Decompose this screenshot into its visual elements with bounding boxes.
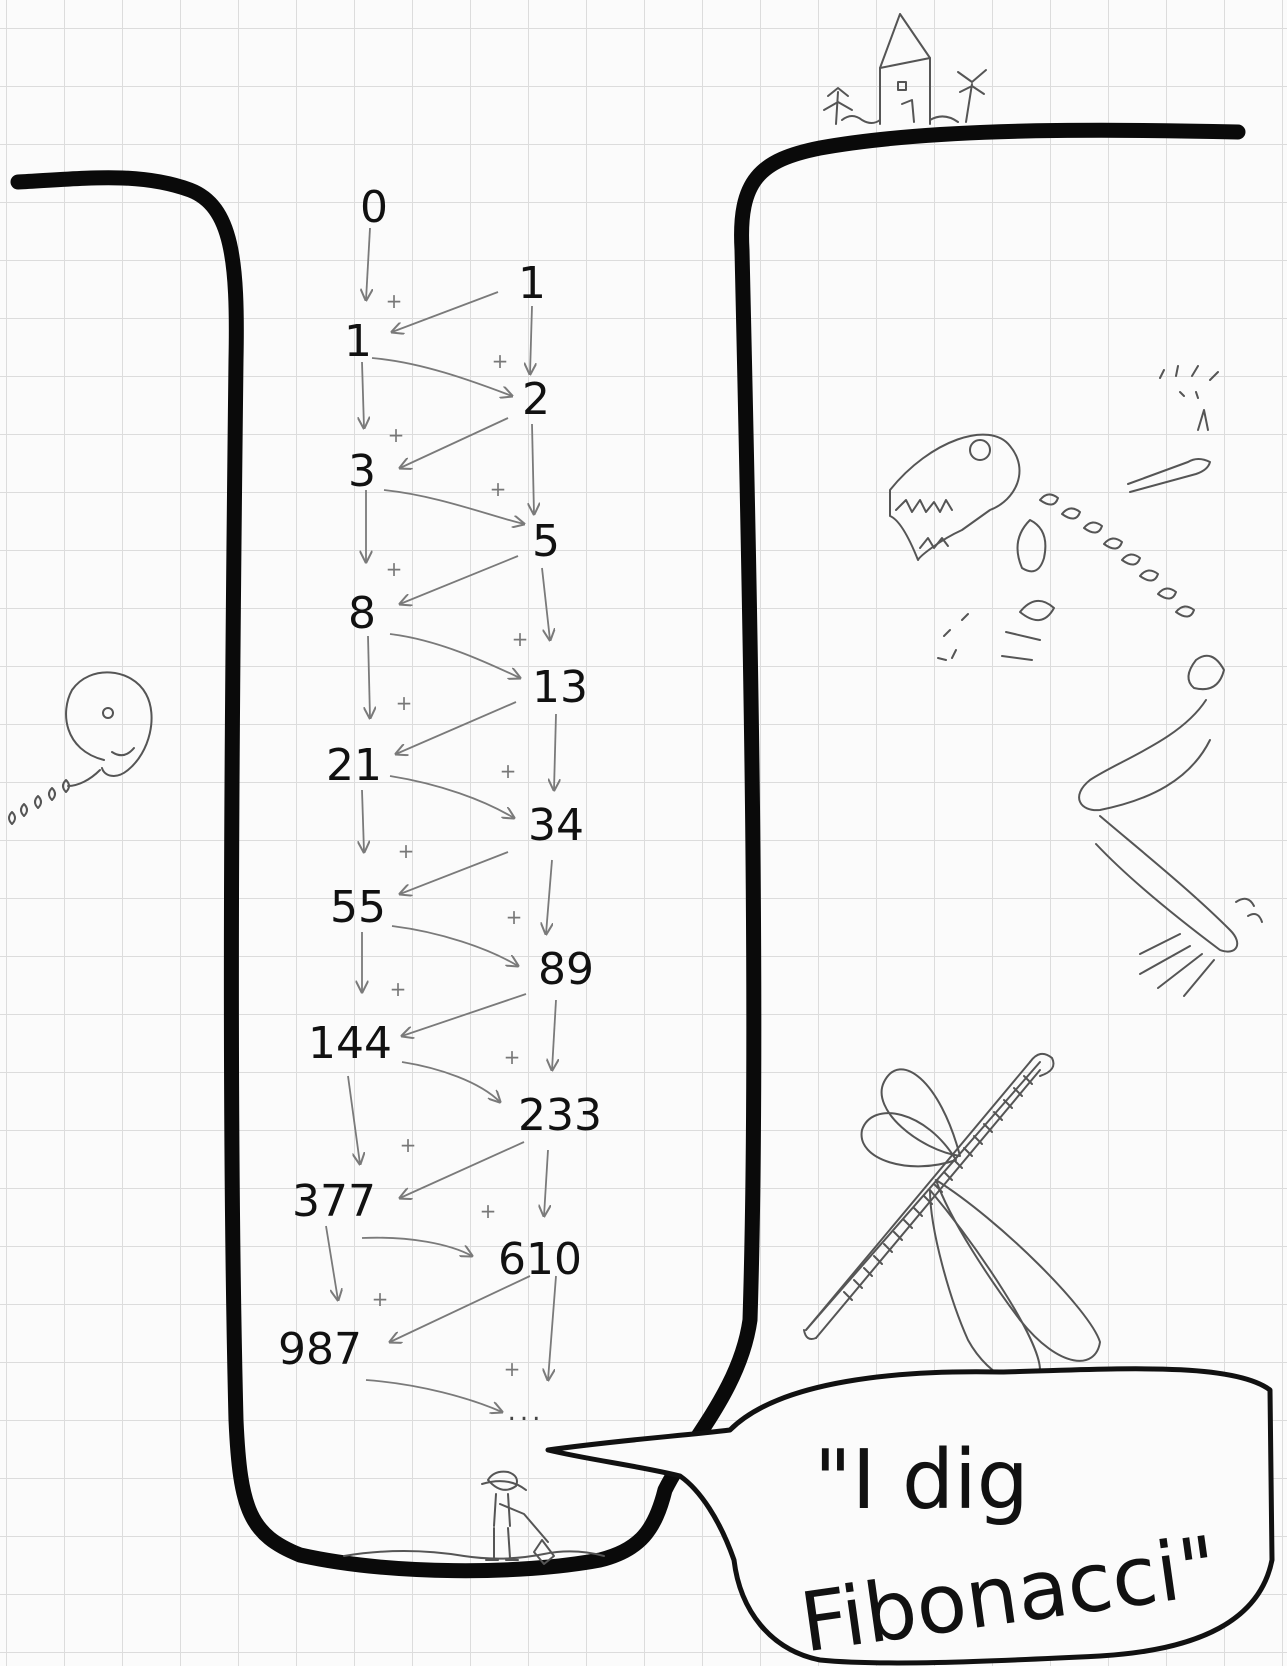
fib-number: 13 (532, 662, 588, 713)
plus-sign: + (490, 477, 507, 501)
plus-sign: + (372, 1287, 389, 1311)
fib-number: 1 (518, 258, 546, 309)
plus-signs: + + + + + + + + + + + + + + + + (372, 289, 529, 1381)
fib-number: 233 (518, 1090, 602, 1141)
plus-sign: + (390, 977, 407, 1001)
plus-sign: + (398, 839, 415, 863)
speech-line-1: "I dig (814, 1433, 1029, 1528)
fib-number: 21 (326, 740, 382, 791)
fib-number: 89 (538, 944, 594, 995)
fib-number: 987 (278, 1324, 362, 1375)
fib-number: 377 (292, 1176, 376, 1227)
plus-sign: + (492, 349, 509, 373)
fib-number: 0 (360, 182, 388, 233)
plus-sign: + (512, 627, 529, 651)
fib-number: 8 (348, 588, 376, 639)
plus-sign: + (396, 691, 413, 715)
plus-sign: + (386, 289, 403, 313)
fib-number: 5 (532, 516, 560, 567)
plus-sign: + (504, 1357, 521, 1381)
fib-number: 3 (348, 446, 376, 497)
fib-number: 34 (528, 800, 584, 851)
dinosaur-head-icon (9, 672, 152, 824)
plus-sign: + (500, 759, 517, 783)
plus-sign: + (400, 1133, 417, 1157)
plus-sign: + (506, 905, 523, 929)
plus-sign: + (504, 1045, 521, 1069)
left-column: 0 1 3 8 21 55 144 377 987 (278, 182, 392, 1375)
plus-sign: + (388, 423, 405, 447)
dinosaur-skeleton-icon (890, 366, 1262, 996)
pit-outline (18, 130, 1238, 1570)
plus-sign: + (480, 1199, 497, 1223)
fib-number: 144 (308, 1018, 392, 1069)
sequence-continuation: ... (508, 1397, 545, 1427)
castle-icon (824, 14, 986, 124)
fib-number: 610 (498, 1234, 582, 1285)
fib-number: 55 (330, 882, 386, 933)
plus-sign: + (386, 557, 403, 581)
fib-number: 2 (522, 374, 550, 425)
dragonfly-fossil-icon (804, 1054, 1100, 1383)
fib-number: 1 (344, 316, 372, 367)
digger-person-icon (344, 1472, 604, 1564)
